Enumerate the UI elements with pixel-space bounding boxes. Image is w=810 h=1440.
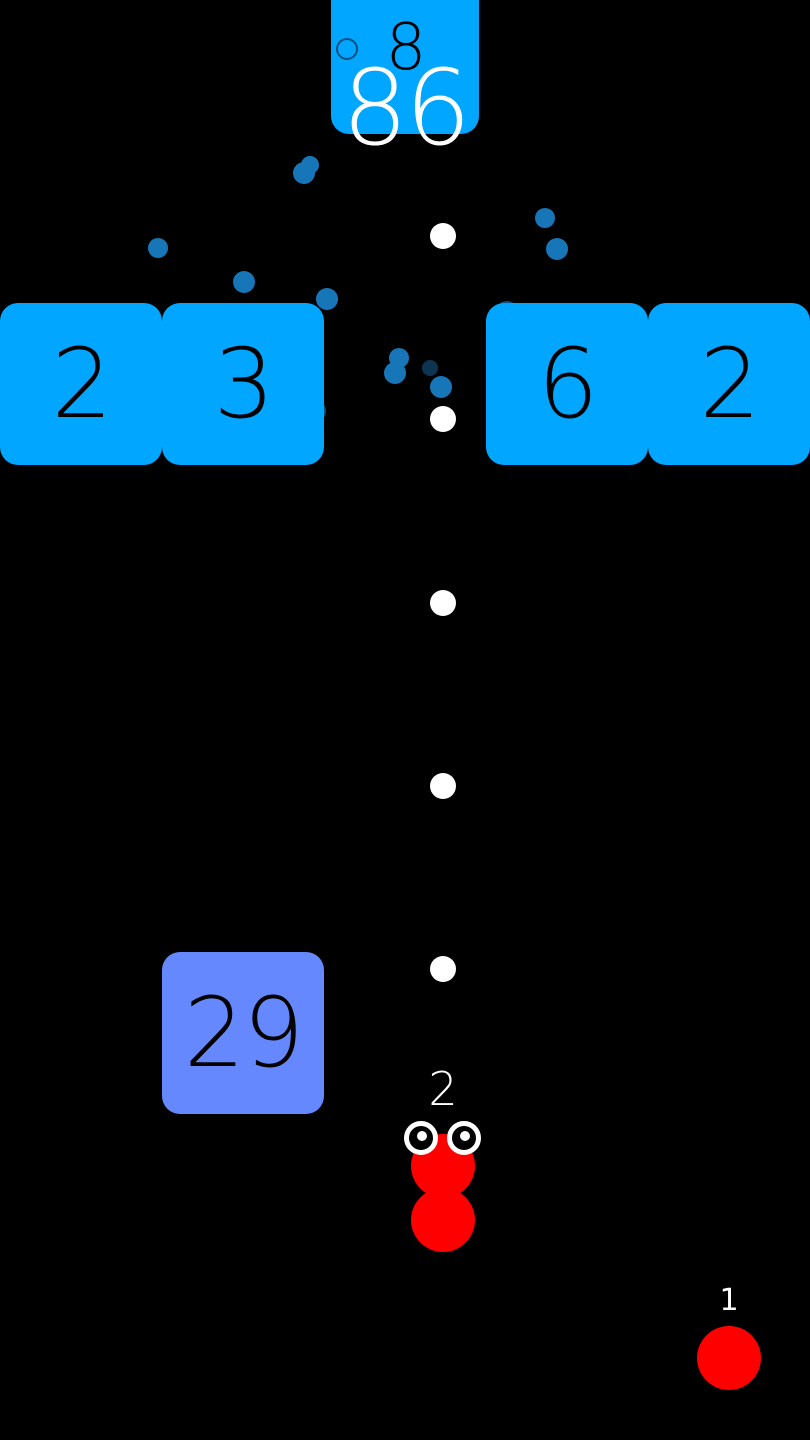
block-value: 8 (385, 11, 427, 85)
block-value: 2 (699, 328, 760, 440)
trail-dot (430, 590, 456, 616)
debris-particle (316, 288, 338, 310)
block-value: 2 (51, 328, 112, 440)
debris-particle (301, 156, 319, 174)
block: 3 (162, 303, 324, 465)
debris-particle (535, 208, 555, 228)
debris-particle (546, 238, 568, 260)
snake-length: 2 (428, 1062, 458, 1116)
snake-eye-right (447, 1121, 481, 1155)
snake-eye-left (404, 1121, 438, 1155)
block-value: 29 (183, 977, 304, 1089)
debris-particle (430, 376, 452, 398)
block-top-partial: 8 (331, 0, 479, 134)
trail-dot (430, 406, 456, 432)
trail-dot (430, 773, 456, 799)
debris-ring (336, 38, 358, 60)
score-counter: 86 (341, 47, 471, 169)
trail-dot (430, 956, 456, 982)
snake-body-segment (411, 1188, 475, 1252)
block-value: 3 (213, 328, 274, 440)
block: 6 (486, 303, 648, 465)
debris-particle (422, 360, 438, 376)
pupil-highlight (460, 1131, 470, 1141)
debris-particle (384, 362, 406, 384)
debris-particle (233, 271, 255, 293)
block: 2 (648, 303, 810, 465)
block: 2 (0, 303, 162, 465)
block-value: 6 (537, 328, 598, 440)
block: 29 (162, 952, 324, 1114)
food-pellet (697, 1326, 761, 1390)
debris-particle (148, 238, 168, 258)
food-value: 1 (719, 1283, 739, 1318)
trail-dot (430, 223, 456, 249)
pupil-highlight (417, 1131, 427, 1141)
